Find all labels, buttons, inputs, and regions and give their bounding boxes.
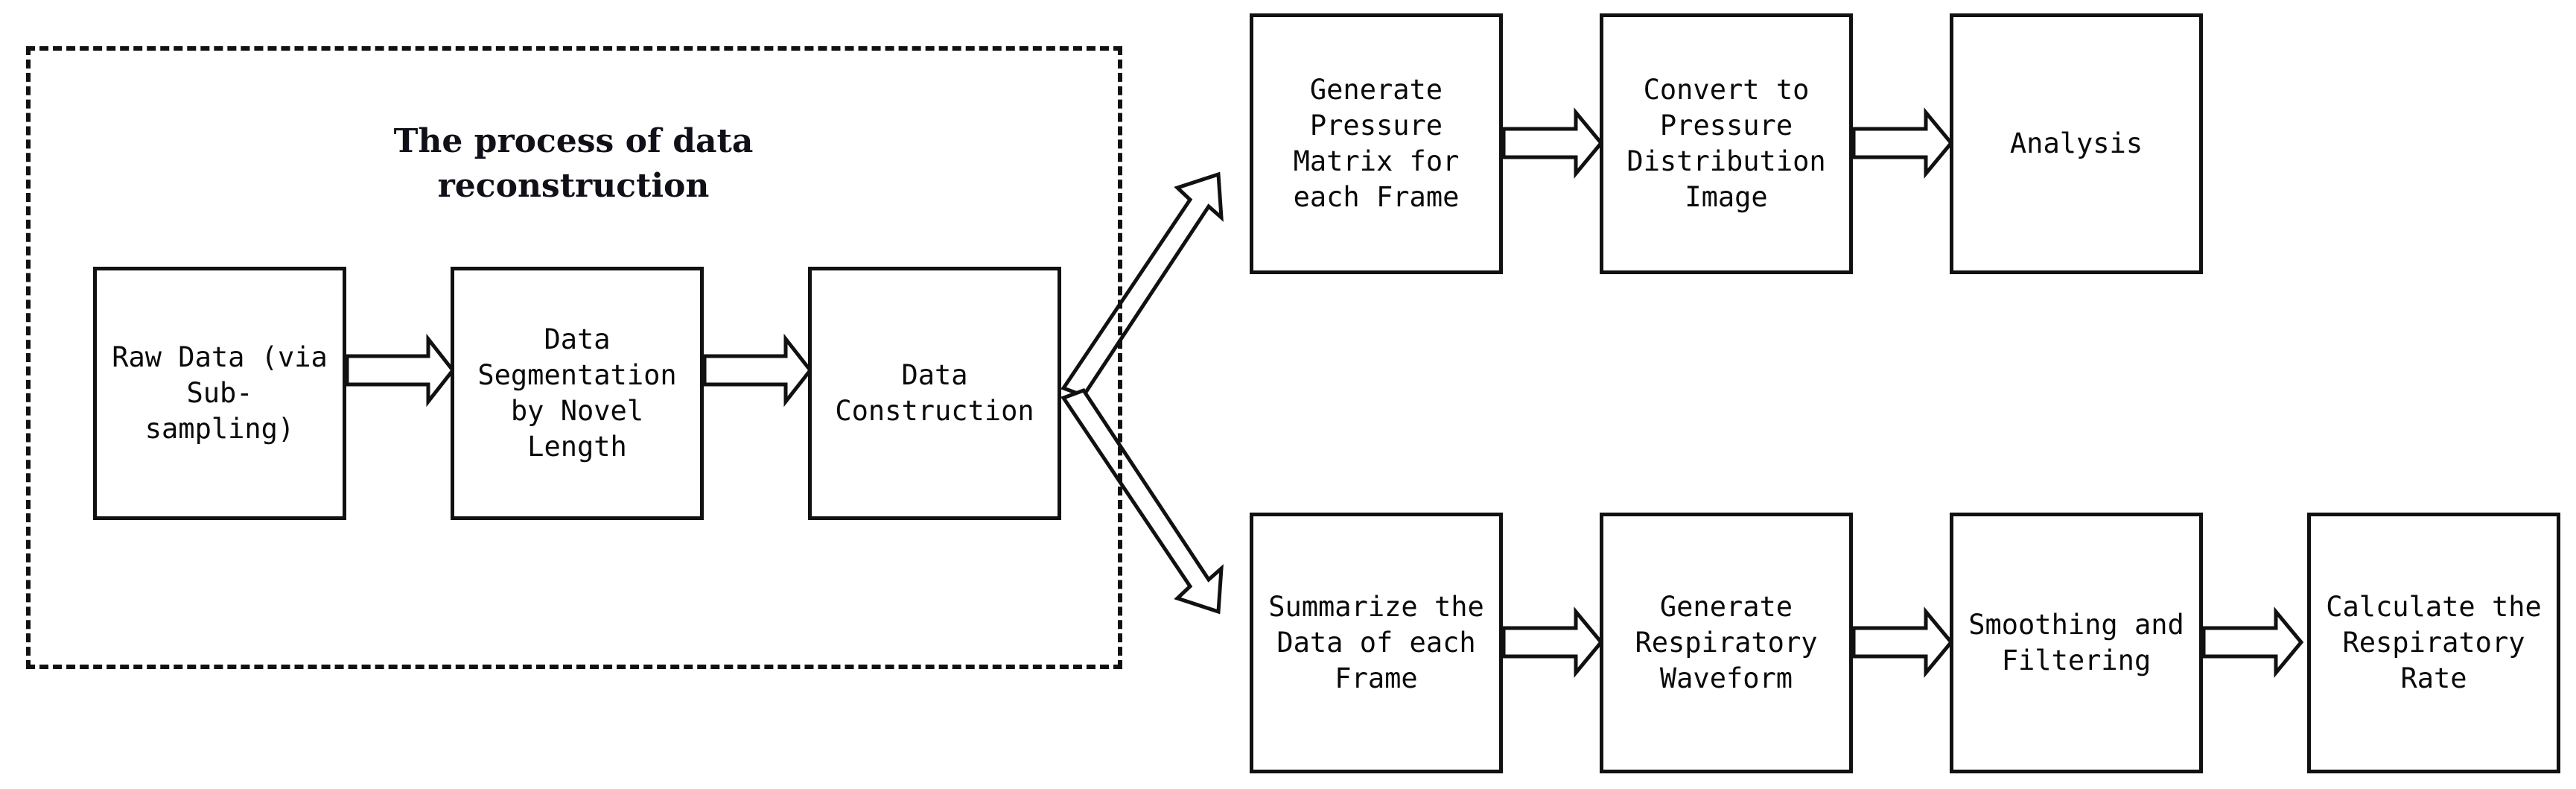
node-raw-data-label: Raw Data (via Sub- sampling) <box>112 340 328 446</box>
node-convert-pressure-image[interactable]: Convert to Pressure Distribution Image <box>1600 13 1853 274</box>
node-calculate-respiratory-rate-label: Calculate the Respiratory Rate <box>2326 590 2542 695</box>
group-title: The process of data reconstruction <box>393 122 754 205</box>
arrow-raw-data-to-segmentation <box>345 333 456 408</box>
node-smoothing-filtering[interactable]: Smoothing and Filtering <box>1950 513 2203 773</box>
arrow-waveform-to-smoothing <box>1851 606 1954 678</box>
arrow-pressure-matrix-to-convert <box>1501 107 1604 179</box>
node-smoothing-filtering-label: Smoothing and Filtering <box>1968 608 2184 676</box>
node-generate-pressure-matrix[interactable]: Generate Pressure Matrix for each Frame <box>1250 13 1503 274</box>
node-data-segmentation[interactable]: Data Segmentation by Novel Length <box>451 267 704 520</box>
node-analysis-label: Analysis <box>2009 127 2143 159</box>
node-generate-pressure-matrix-label: Generate Pressure Matrix for each Frame <box>1293 73 1460 214</box>
node-summarize-frame-data[interactable]: Summarize the Data of each Frame <box>1250 513 1503 773</box>
arrow-construction-to-pressure-matrix <box>1060 171 1224 399</box>
node-calculate-respiratory-rate[interactable]: Calculate the Respiratory Rate <box>2307 513 2560 773</box>
arrow-convert-to-analysis <box>1851 107 1954 179</box>
arrow-smoothing-to-calculate-rate <box>2201 606 2304 678</box>
node-summarize-frame-data-label: Summarize the Data of each Frame <box>1268 590 1484 695</box>
node-convert-pressure-image-label: Convert to Pressure Distribution Image <box>1626 73 1826 214</box>
arrow-segmentation-to-construction <box>702 333 813 408</box>
arrow-construction-to-summarize <box>1060 387 1224 615</box>
node-data-segmentation-label: Data Segmentation by Novel Length <box>477 323 677 463</box>
node-data-construction-label: Data Construction <box>835 358 1034 427</box>
node-generate-respiratory-waveform[interactable]: Generate Respiratory Waveform <box>1600 513 1853 773</box>
node-analysis[interactable]: Analysis <box>1950 13 2203 274</box>
node-raw-data[interactable]: Raw Data (via Sub- sampling) <box>93 267 346 520</box>
arrow-summarize-to-waveform <box>1501 606 1604 678</box>
node-data-construction[interactable]: Data Construction <box>808 267 1061 520</box>
node-generate-respiratory-waveform-label: Generate Respiratory Waveform <box>1635 590 1818 695</box>
